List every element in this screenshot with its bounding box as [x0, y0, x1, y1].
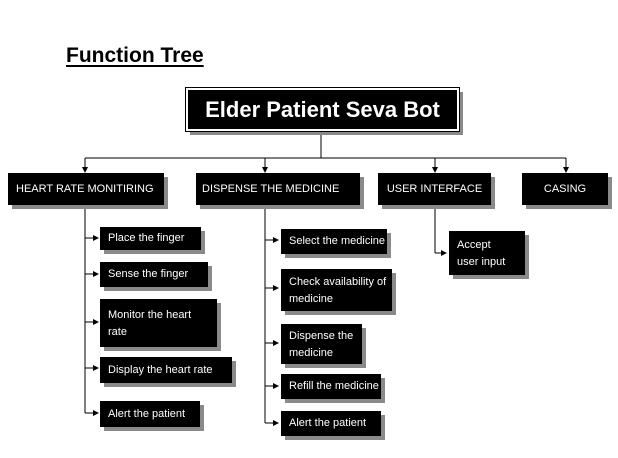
leaf-refill-medicine: Refill the medicine	[281, 374, 381, 399]
branch-heart-rate: HEART RATE MONITIRING	[8, 173, 164, 205]
page-title: Function Tree	[66, 44, 204, 67]
leaf-check-availability: Check availability of medicine	[281, 269, 392, 311]
branch-dispense-medicine: DISPENSE THE MEDICINE	[196, 173, 360, 205]
leaf-sense-finger: Sense the finger	[100, 262, 208, 287]
leaf-monitor-heart-rate: Monitor the heart rate	[100, 299, 217, 347]
branch-casing: CASING	[522, 173, 608, 205]
leaf-display-heart-rate: Display the heart rate	[100, 357, 232, 383]
branch-user-interface: USER INTERFACE	[378, 173, 491, 205]
leaf-alert-patient: Alert the patient	[100, 401, 200, 427]
leaf-alert-patient-2: Alert the patient	[281, 411, 381, 436]
leaf-place-finger: Place the finger	[100, 227, 201, 250]
leaf-dispense-medicine: Dispense the medicine	[281, 324, 362, 364]
leaf-select-medicine: Select the medicine	[281, 229, 387, 254]
root-node: Elder Patient Seva Bot	[185, 87, 460, 132]
leaf-accept-user-input: Accept user input	[449, 231, 525, 275]
